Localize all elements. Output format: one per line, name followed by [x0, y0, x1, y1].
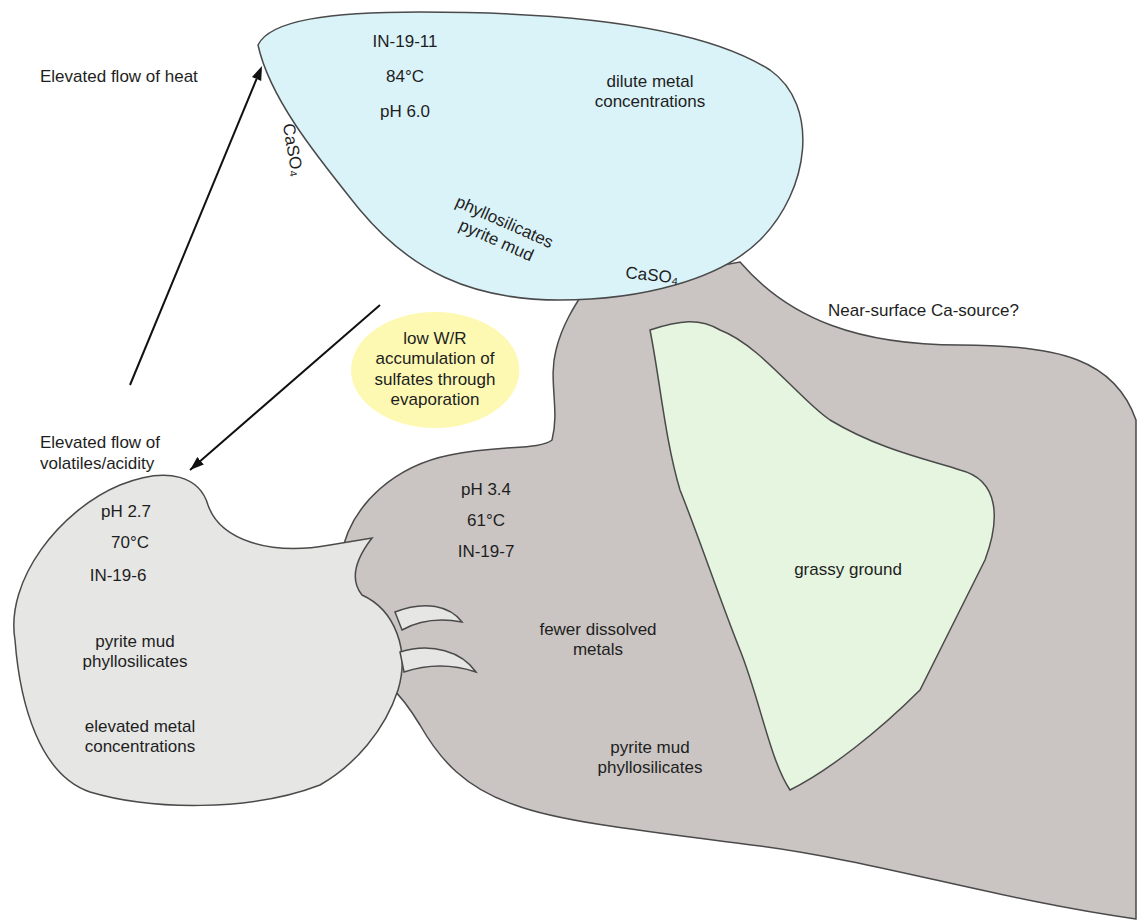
region-label: 84°C	[386, 67, 424, 87]
flow-arrow	[190, 305, 380, 470]
acid-pool: pH 2.7 70°C IN-19-6 pyrite mud phyllosilica…	[5, 470, 485, 815]
region-label: IN-19-7	[458, 542, 515, 562]
acid-pool-outline	[5, 470, 485, 815]
region-outline	[400, 648, 476, 672]
region-label: 61°C	[467, 511, 505, 531]
region-label: pH 6.0	[380, 102, 430, 122]
grass-area: grassy ground	[645, 315, 1005, 795]
spring-pool: IN-19-11 84°C pH 6.0 dilute metal concentra…	[255, 10, 820, 305]
note-ellipse: low W/R accumulation of sulfates through…	[351, 312, 519, 428]
region-label: pH 2.7	[101, 502, 151, 522]
note-label: Near-surface Ca-source?	[828, 300, 1019, 321]
region-label: IN-19-11	[373, 32, 438, 52]
region-outline	[395, 606, 462, 630]
region-label: 70°C	[111, 533, 149, 553]
region-outline	[650, 322, 994, 790]
arrow-head	[252, 66, 262, 81]
region-label: fewer dissolved metals	[528, 620, 668, 661]
region-label: grassy ground	[794, 560, 902, 580]
region-label: pyrite mud phyllosilicates	[585, 738, 715, 779]
note-label: Elevated flow of volatiles/acidity	[40, 432, 200, 475]
spring-pool-outline	[255, 10, 820, 305]
region-label: low W/R accumulation of sulfates through…	[369, 329, 501, 411]
region-label: IN-19-6	[90, 566, 147, 586]
ellipse-shape	[351, 312, 519, 428]
heat-arrow	[130, 79, 257, 385]
note-label: Elevated flow of heat	[40, 66, 198, 87]
region-outline	[14, 475, 402, 805]
region-outline	[340, 262, 1136, 919]
region-label: dilute metal concentrations	[575, 72, 725, 113]
region-label: pyrite mud phyllosilicates	[70, 632, 200, 673]
region-label: elevated metal concentrations	[70, 717, 210, 758]
region-outline	[258, 12, 803, 300]
region-label: pH 3.4	[461, 480, 511, 500]
grass-area-outline	[645, 315, 1005, 795]
